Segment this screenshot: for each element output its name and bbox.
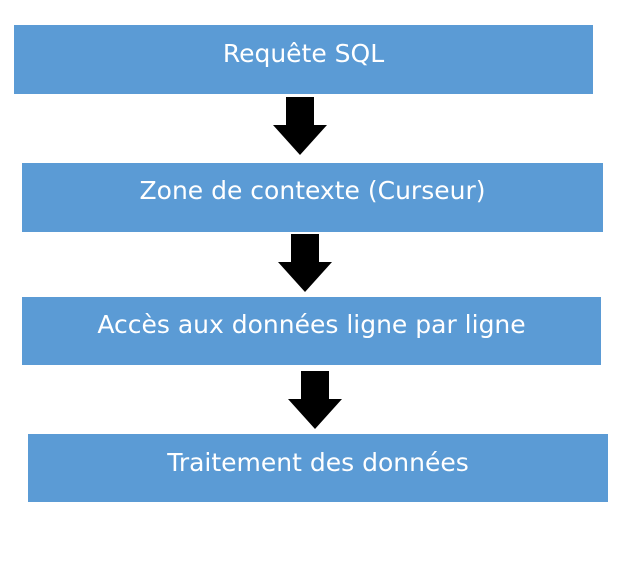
step-label: Zone de contexte (Curseur) xyxy=(139,176,486,205)
step-box-data-processing: Traitement des données xyxy=(28,434,608,502)
step-label: Accès aux données ligne par ligne xyxy=(97,310,526,339)
down-arrow-icon xyxy=(273,97,327,155)
step-label: Requête SQL xyxy=(222,39,385,68)
step-label: Traitement des données xyxy=(167,448,469,477)
down-arrow-icon xyxy=(288,371,342,429)
step-box-sql-query: Requête SQL xyxy=(14,25,593,94)
down-arrow-icon xyxy=(278,234,332,292)
step-box-row-access: Accès aux données ligne par ligne xyxy=(22,297,601,365)
step-box-context-area: Zone de contexte (Curseur) xyxy=(22,163,603,232)
